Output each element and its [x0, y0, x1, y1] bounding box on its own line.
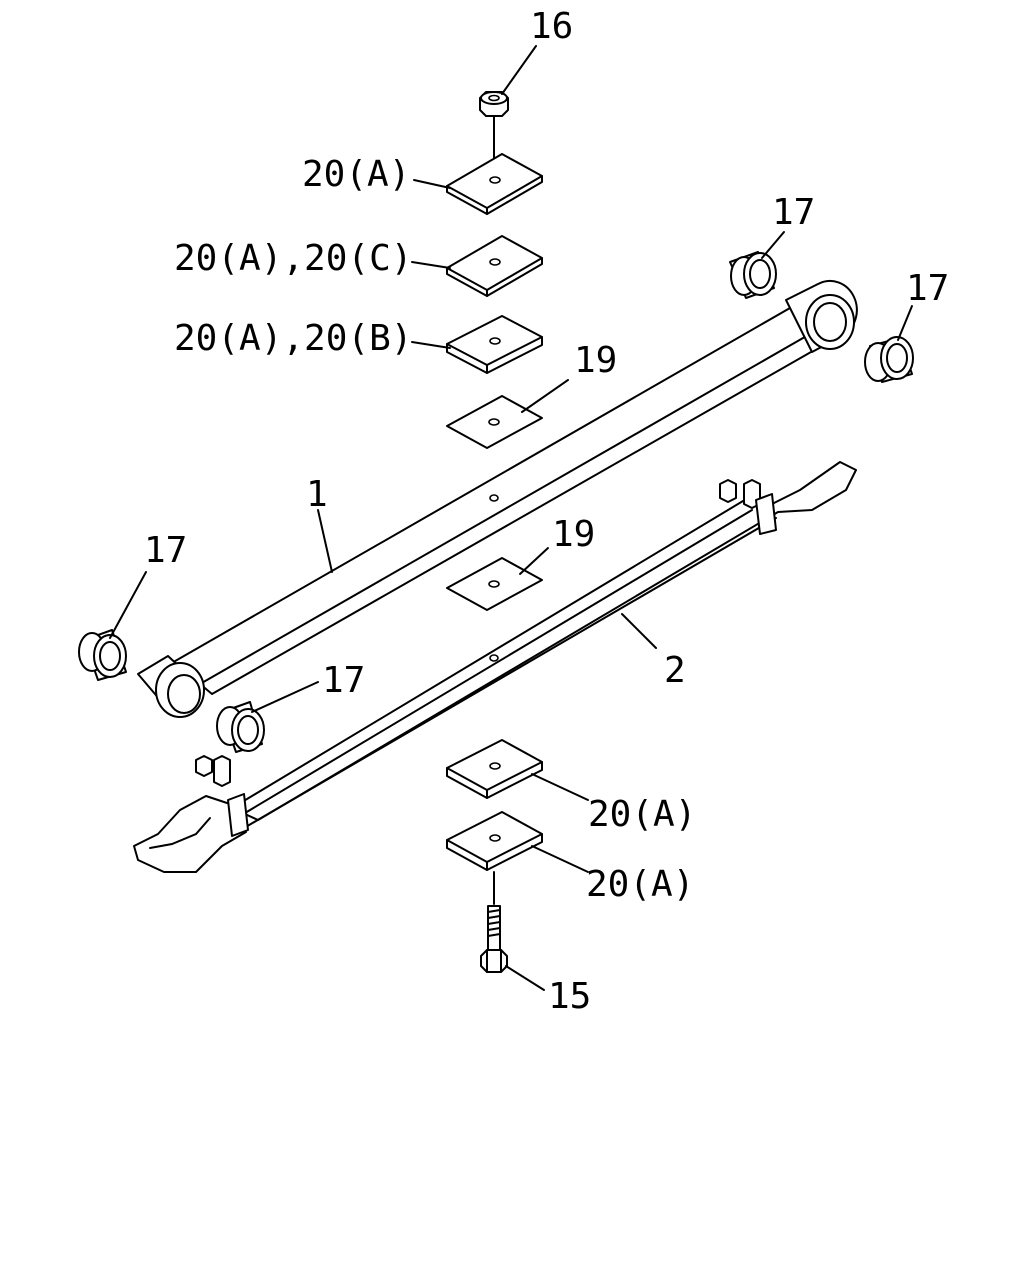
- callout-20a-20c: 20(A),20(C): [174, 238, 412, 279]
- spring-leaf-1: [137, 279, 858, 718]
- bolt-15: [480, 871, 508, 973]
- bushing-17-upper-right: [729, 251, 777, 299]
- callout-20a-lower-1: 20(A): [588, 794, 696, 835]
- plate-20a-20b: [446, 315, 543, 374]
- plate-20a-20c: [446, 235, 543, 297]
- callout-17-lower-left: 17: [322, 660, 365, 701]
- callout-2: 2: [664, 650, 686, 691]
- spring-leaf-2: [133, 461, 857, 873]
- callout-20a-lower-2: 20(A): [586, 864, 694, 905]
- plate-20a-top: [446, 153, 543, 215]
- callout-17-upper-right: 17: [772, 192, 815, 233]
- leader-lines: [109, 45, 913, 991]
- pad-19-upper: [446, 395, 543, 449]
- pad-19-middle: [446, 557, 543, 611]
- callout-19-middle: 19: [552, 514, 595, 555]
- callout-20a-top: 20(A): [302, 154, 410, 195]
- bushing-17-left: [78, 629, 127, 681]
- bushing-17-lower-left: [216, 701, 265, 753]
- callout-20a-20b: 20(A),20(B): [174, 318, 412, 359]
- callout-17-left: 17: [144, 530, 187, 571]
- plate-20a-lower-2: [446, 811, 543, 871]
- callout-1: 1: [306, 474, 328, 515]
- nut-16: [479, 91, 509, 177]
- callout-15: 15: [548, 976, 591, 1017]
- callout-17-far-right: 17: [906, 268, 949, 309]
- callout-16: 16: [530, 6, 573, 47]
- bushing-17-far-right: [864, 336, 914, 383]
- callout-19-upper: 19: [574, 340, 617, 381]
- plate-20a-lower-1: [446, 739, 543, 799]
